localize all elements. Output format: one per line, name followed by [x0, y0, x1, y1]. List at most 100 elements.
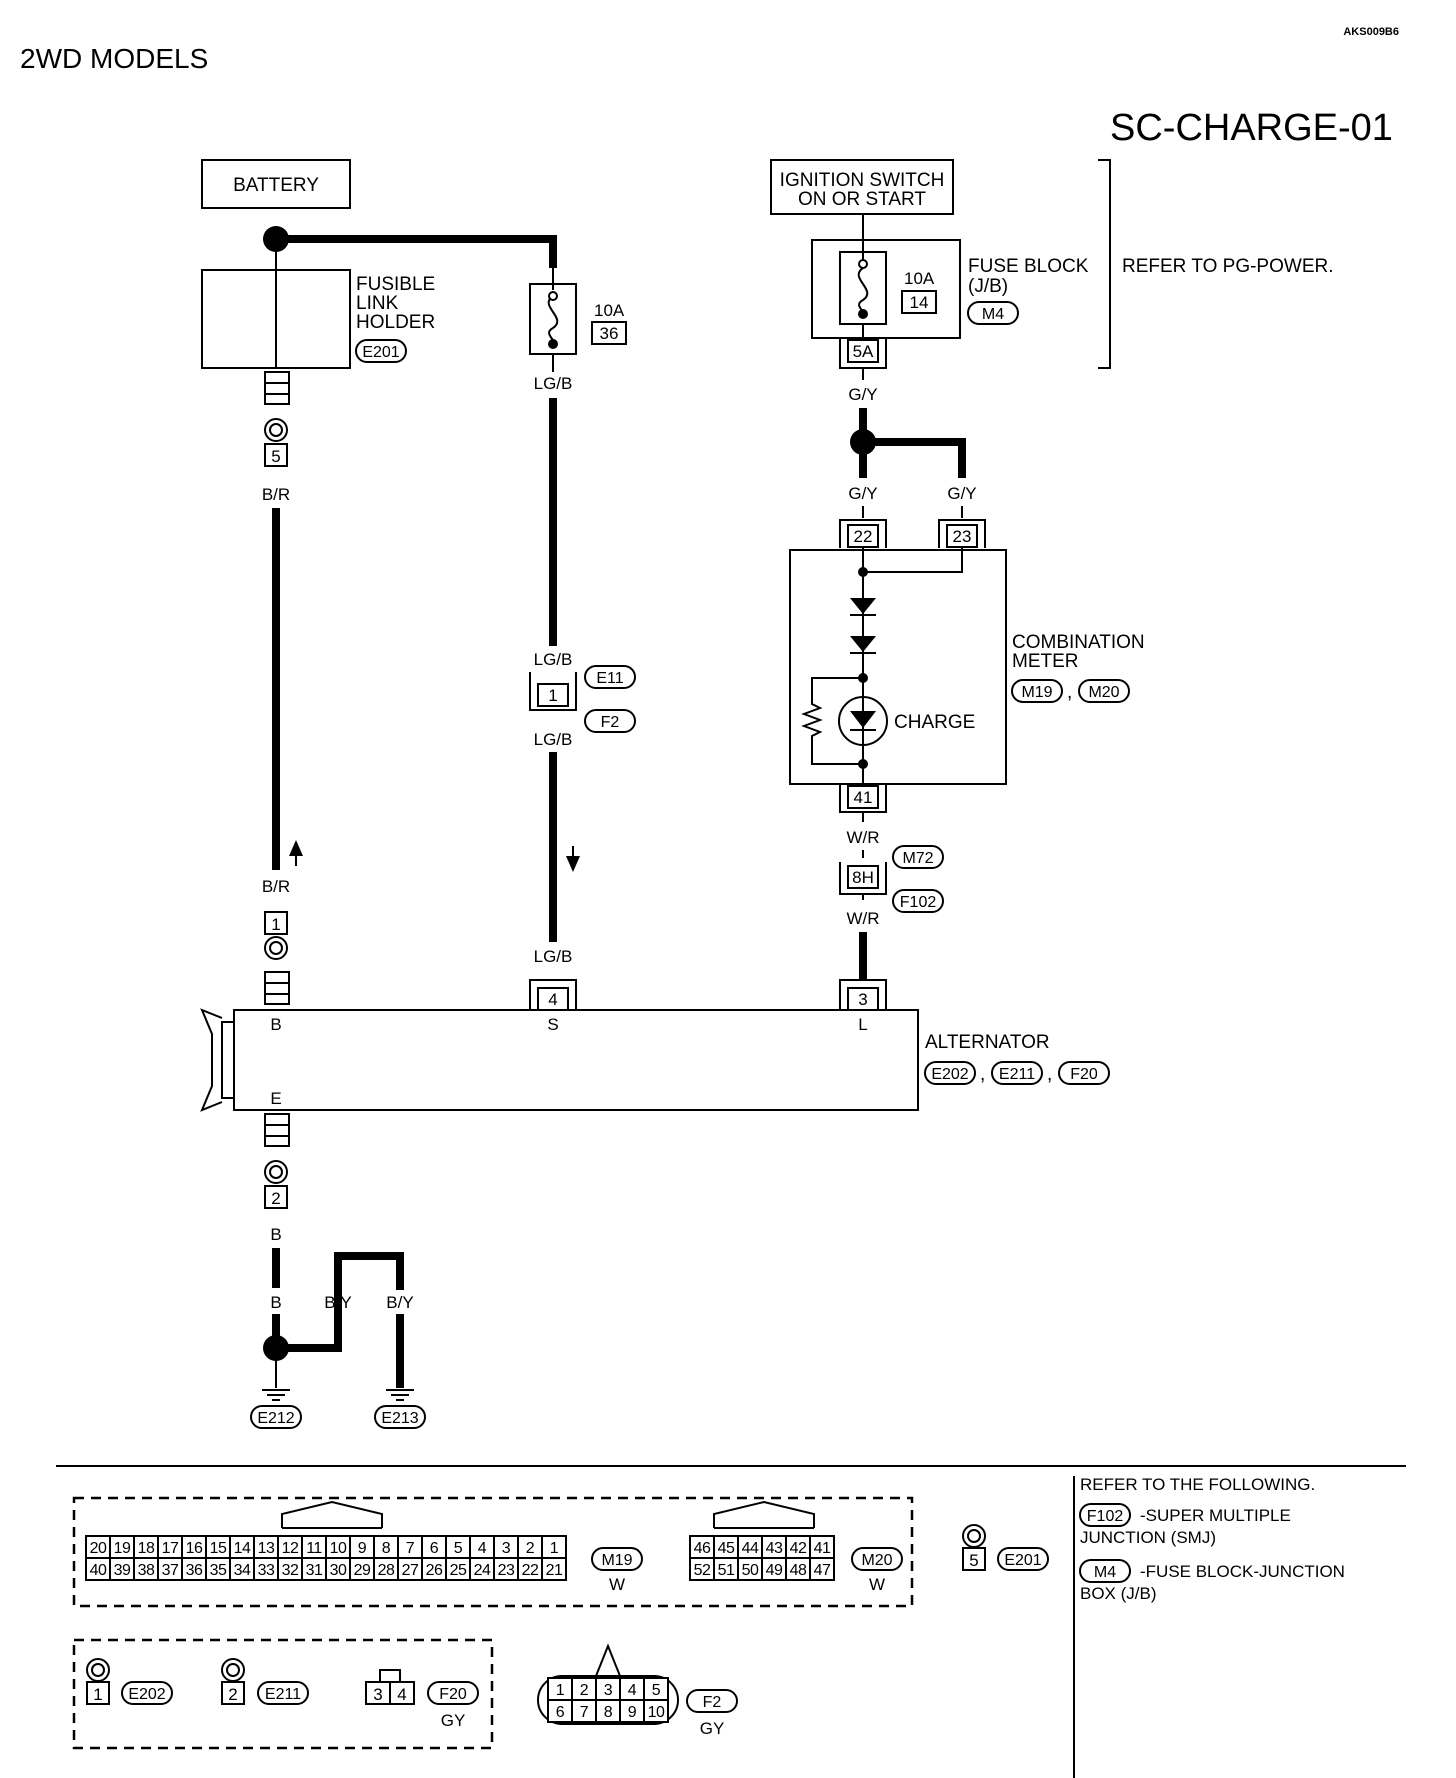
legend-m19-pin-label: 18: [138, 1540, 155, 1557]
battery-label: BATTERY: [233, 175, 319, 196]
conn-m19: M19: [1021, 684, 1052, 701]
alternator: B S L E: [200, 1008, 919, 1112]
legend-m20-pin-label: 45: [718, 1540, 735, 1557]
legend-m20-pin-label: 47: [814, 1562, 831, 1579]
terminal-1-box: 1: [264, 911, 288, 935]
legend-m19-pin-label: 21: [546, 1562, 563, 1579]
wire-color-br-top: B/R: [262, 485, 290, 504]
alt-pin-e: E: [270, 1089, 281, 1108]
wire-color-gy-1: G/Y: [848, 385, 877, 404]
current-arrow-down: [566, 846, 580, 872]
fuse-36-amp: 10A: [594, 301, 625, 320]
fuse-36-num: 36: [600, 324, 619, 343]
wire-by-loop: [276, 1252, 404, 1352]
conn-m72: M72: [902, 850, 933, 867]
legend-f20: 3 4 F20 GY: [365, 1669, 479, 1730]
terminal-41: 41: [839, 784, 887, 813]
legend-f2-pin-label: 8: [604, 1704, 613, 1721]
legend-f2-color: GY: [700, 1719, 725, 1738]
doc-id: AKS009B6: [1343, 26, 1399, 38]
refer-pg-power: REFER TO PG-POWER.: [1122, 256, 1334, 277]
current-arrow-up: [289, 840, 303, 866]
legend-m20-pin-label: 46: [694, 1540, 711, 1557]
legend-m19-pin-label: 1: [550, 1540, 559, 1557]
battery-box: BATTERY: [201, 159, 351, 209]
ignition-switch-box: IGNITION SWITCH ON OR START: [770, 159, 954, 215]
diagram-code: SC-CHARGE-01: [1110, 107, 1393, 149]
alt-l-terminal: 3: [839, 979, 887, 1011]
legend-e201-label: E201: [1004, 1552, 1041, 1569]
legend-m19-pin-label: 32: [282, 1562, 299, 1579]
legend-m19-pin-label: 16: [186, 1540, 203, 1557]
legend-f102-desc-1: -SUPER MULTIPLE: [1140, 1506, 1291, 1525]
alt-pin-b: B: [270, 1015, 281, 1034]
alt-pin-l: L: [858, 1015, 867, 1034]
conn-e202: E202: [931, 1066, 968, 1083]
legend-m19-pin-label: 8: [382, 1540, 391, 1557]
terminal-23: 23: [938, 519, 986, 548]
conn-e213: E213: [381, 1410, 418, 1427]
charge-label: CHARGE: [894, 712, 975, 733]
legend-e202-label: E202: [128, 1686, 165, 1703]
legend-m20-pin-label: 41: [814, 1540, 831, 1557]
legend-group-alternator: [72, 1638, 494, 1750]
legend-m19-pin-label: 14: [234, 1540, 251, 1557]
legend-m19-label: M19: [601, 1552, 632, 1569]
combination-meter: CHARGE: [789, 548, 1007, 785]
legend-e201: 5 E201: [962, 1524, 1049, 1571]
legend-m20-pin-label: 52: [694, 1562, 711, 1579]
legend-m19-pin-label: 35: [210, 1562, 227, 1579]
conn-e211: E211: [999, 1066, 1035, 1083]
legend-m19-pin-label: 20: [90, 1540, 107, 1557]
refer-bracket: [1098, 159, 1111, 369]
legend-m19-pin-label: 29: [354, 1562, 371, 1579]
legend-m19-pin-label: 9: [358, 1540, 367, 1557]
legend-m19-pin-label: 2: [526, 1540, 535, 1557]
svg-text:2: 2: [228, 1685, 237, 1704]
terminal-2-box: 2: [264, 1185, 288, 1209]
conn-m20: M20: [1088, 684, 1119, 701]
conn-f2: F2: [601, 714, 620, 731]
legend-f2-pin-label: 2: [580, 1682, 589, 1699]
wire-color-wr-1: W/R: [846, 828, 879, 847]
fusible-conn: E201: [362, 344, 399, 361]
legend-m19-pin-label: 3: [502, 1540, 511, 1557]
wire-battery-to-fuse36: [276, 235, 557, 268]
legend-group-meter: [72, 1496, 914, 1608]
legend-m19-pin-label: 24: [474, 1562, 491, 1579]
legend-m19-pin-label: 5: [454, 1540, 463, 1557]
fuse-14-amp: 10A: [904, 269, 935, 288]
wire-color-lgb-2: LG/B: [534, 650, 573, 669]
legend-e202: 1 E202: [86, 1658, 173, 1705]
terminal-5-box: 5: [264, 443, 288, 467]
svg-text:3: 3: [373, 1685, 382, 1704]
legend-f20-color: GY: [441, 1711, 466, 1730]
legend-m19-pin-label: 25: [450, 1562, 467, 1579]
ignition-label-1: IGNITION SWITCH: [780, 170, 945, 191]
wire-color-by-2: B/Y: [386, 1293, 413, 1312]
legend-e211-label: E211: [265, 1686, 301, 1703]
fusible-label-3: HOLDER: [356, 312, 435, 333]
inline-connector-8h: 8H M72 F102: [839, 845, 944, 913]
legend-m19-pin-label: 36: [186, 1562, 203, 1579]
legend-m19-pin-label: 33: [258, 1562, 275, 1579]
svg-text:5: 5: [271, 447, 280, 466]
legend-f2-pin-label: 5: [652, 1682, 661, 1699]
legend-m19-pin-label: 38: [138, 1562, 155, 1579]
wire-color-gy-3: G/Y: [947, 484, 976, 503]
fuse-36: 10A 36: [529, 268, 627, 355]
legend-f102-label: F102: [1087, 1508, 1124, 1525]
ground-symbol-e213: E213: [374, 1389, 426, 1429]
conn-e11: E11: [596, 670, 623, 687]
legend-m19-pin-label: 10: [330, 1540, 347, 1557]
ring-terminal-top: [264, 418, 288, 442]
conn-f20: F20: [1070, 1066, 1098, 1083]
page-header: 2WD MODELS: [20, 43, 208, 74]
legend-m20-pin-label: 42: [790, 1540, 807, 1557]
fuse-block-conn: M4: [982, 306, 1004, 323]
svg-text:23: 23: [953, 527, 972, 546]
legend-m20-pin-label: 44: [742, 1540, 759, 1557]
conn-f102: F102: [900, 894, 937, 911]
